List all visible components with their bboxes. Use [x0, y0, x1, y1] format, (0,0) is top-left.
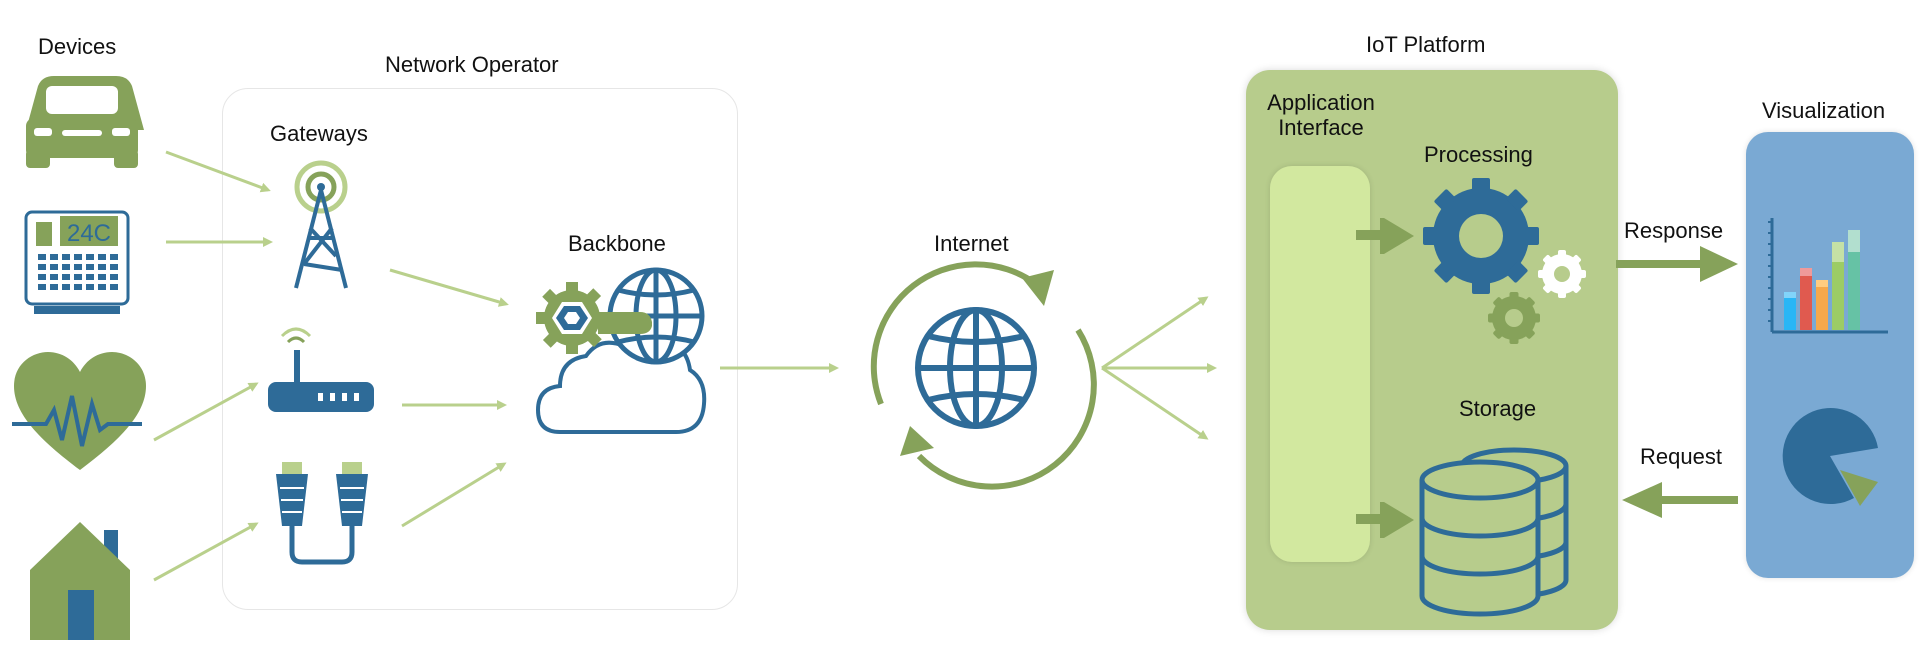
heart-pulse-icon — [12, 352, 146, 470]
response-arrow — [1616, 246, 1738, 282]
storage-label: Storage — [1459, 396, 1537, 421]
application-interface-line1: Application — [1267, 90, 1375, 115]
request-label: Request — [1640, 444, 1722, 469]
internet-globe-icon — [870, 261, 1097, 490]
thermostat-reading: 24C — [67, 220, 111, 247]
backbone-cloud-icon — [535, 267, 707, 434]
gears-icon — [1423, 178, 1586, 344]
internet-platform-arrows — [1101, 296, 1217, 440]
application-interface-line2: Interface — [1278, 115, 1364, 141]
backbone-label: Backbone — [568, 231, 666, 256]
internet-label: Internet — [934, 231, 1009, 256]
processing-label: Processing — [1424, 142, 1533, 167]
thermostat-icon: 24C — [24, 210, 130, 314]
wifi-router-icon — [268, 327, 374, 412]
network-operator-label: Network Operator — [385, 52, 559, 77]
devices-label: Devices — [38, 34, 117, 59]
app-to-processing-arrow — [1356, 218, 1414, 254]
app-to-storage-arrow — [1356, 502, 1414, 538]
device-arrows — [153, 150, 273, 582]
request-arrow — [1622, 482, 1738, 518]
response-label: Response — [1624, 218, 1724, 243]
car-icon — [26, 76, 144, 168]
bar-chart-icon — [1768, 218, 1888, 334]
application-interface-label: Application Interface — [1258, 90, 1384, 141]
antenna-tower-icon — [294, 160, 348, 289]
gateways-label: Gateways — [270, 121, 368, 146]
database-icon — [1419, 447, 1569, 617]
pie-chart-icon — [1782, 408, 1878, 506]
gateway-arrows — [389, 268, 509, 528]
iot-platform-label: IoT Platform — [1366, 32, 1486, 57]
ethernet-cable-icon — [276, 462, 368, 565]
application-interface-panel — [1270, 166, 1370, 562]
visualization-label: Visualization — [1762, 98, 1886, 123]
house-icon — [30, 522, 130, 640]
